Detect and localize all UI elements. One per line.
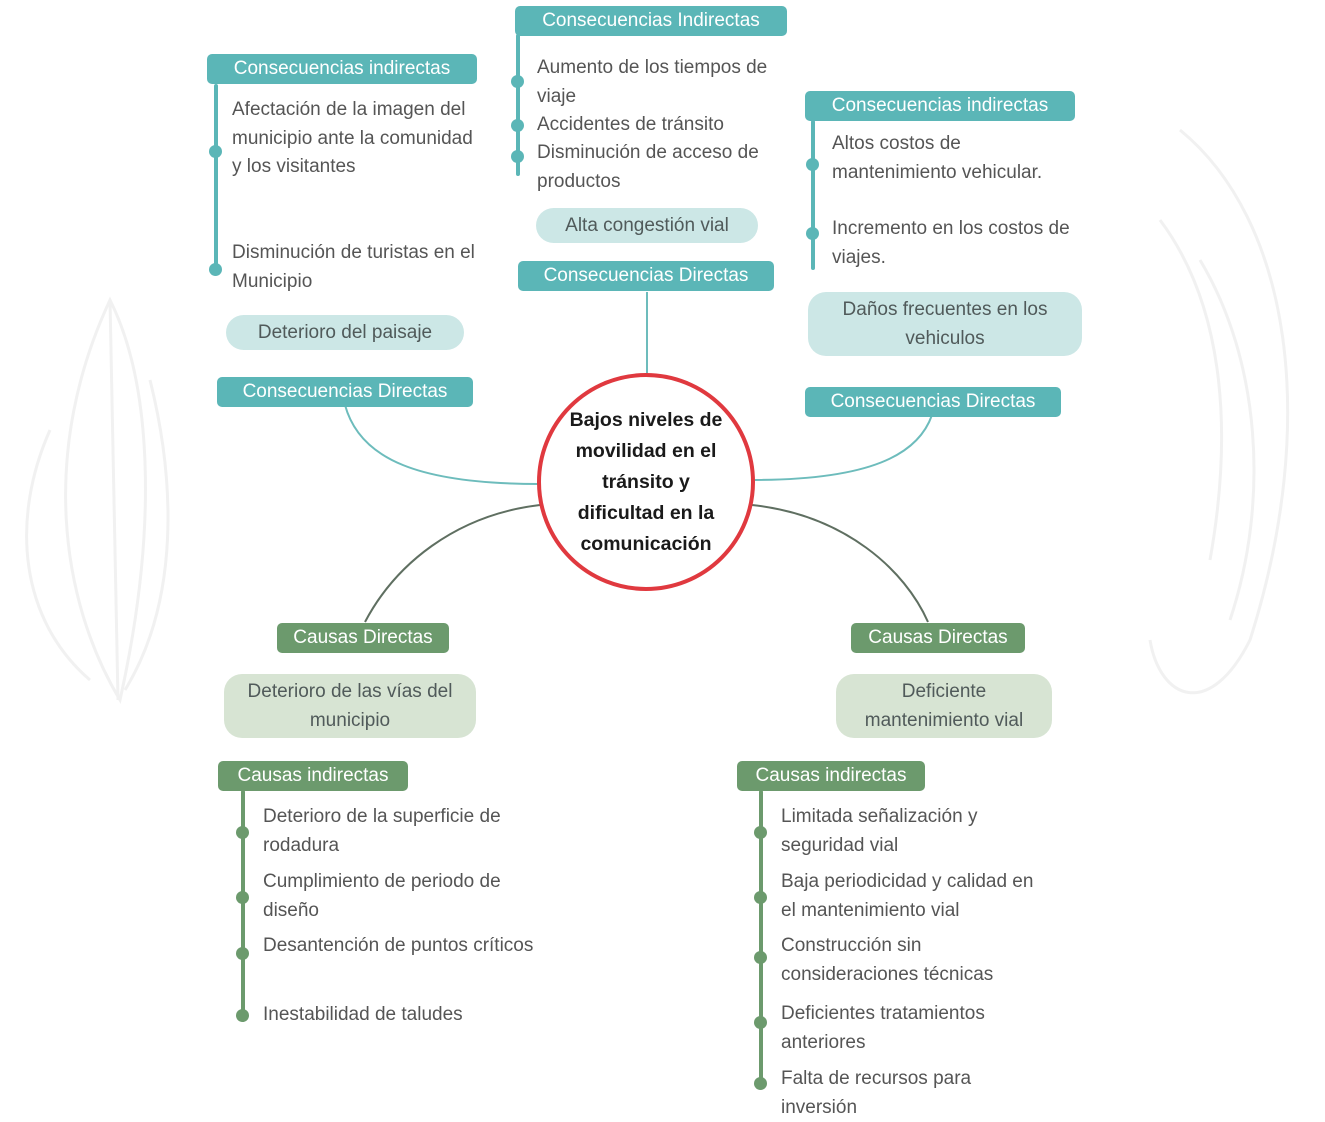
left-indirect-item: Afectación de la imagen del municipio an… — [232, 99, 473, 177]
link-right-cause — [751, 504, 929, 623]
bullet-dot — [511, 119, 524, 132]
right-indirect-consequences-label: Consecuencias indirectas — [805, 91, 1075, 121]
center-direct-consequences-label: Consecuencias Directas — [518, 261, 774, 291]
center-indirect-item: Aumento de los tiempos de viaje — [537, 57, 768, 107]
bullet-dot — [806, 158, 819, 171]
bullet-dot — [754, 951, 767, 964]
bullet-dot — [511, 75, 524, 88]
right-indirect-cause-item: Falta de recursos para inversión — [781, 1068, 972, 1118]
center-direct-effect: Alta congestión vial — [536, 208, 758, 243]
center-indirect-consequences-label: Consecuencias Indirectas — [515, 6, 787, 36]
left-indirect-causes-label: Causas indirectas — [218, 761, 408, 791]
right-indirect-item: Incremento en los costos de viajes. — [832, 218, 1070, 268]
right-indirect-cause-item: Baja periodicidad y calidad en el manten… — [781, 871, 1034, 921]
left-indirect-cause-item: Desantención de puntos críticos — [263, 935, 534, 956]
bullet-dot — [754, 891, 767, 904]
left-direct-effect: Deterioro del paisaje — [226, 315, 464, 350]
left-indirect-connector-bar — [214, 84, 218, 274]
right-direct-effect: Daños frecuentes en los vehiculos — [808, 292, 1082, 356]
bullet-dot — [209, 263, 222, 276]
left-indirect-consequences-label: Consecuencias indirectas — [207, 54, 477, 84]
left-direct-cause: Deterioro de las vías del municipio — [224, 674, 476, 738]
center-indirect-item: Accidentes de tránsito — [537, 114, 724, 135]
center-indirect-connector-bar — [516, 34, 520, 176]
right-indirect-causes-label: Causas indirectas — [737, 761, 925, 791]
link-right-consequence — [751, 414, 933, 481]
link-left-consequence — [344, 404, 541, 485]
bullet-dot — [236, 826, 249, 839]
bullet-dot — [236, 947, 249, 960]
bullet-dot — [754, 1016, 767, 1029]
central-problem-text: Bajos niveles de movilidad en el tránsit… — [569, 408, 723, 555]
left-direct-causes-label: Causas Directas — [277, 623, 449, 653]
right-indirect-connector-bar — [759, 790, 763, 1088]
right-indirect-cause-item: Deficientes tratamientos anteriores — [781, 1003, 985, 1053]
right-indirect-item: Altos costos de mantenimiento vehicular. — [832, 133, 1043, 183]
bullet-dot — [209, 145, 222, 158]
right-indirect-cause-item: Construcción sin consideraciones técnica… — [781, 935, 994, 985]
central-problem-node: Bajos niveles de movilidad en el tránsit… — [537, 373, 755, 591]
link-left-cause — [364, 504, 541, 623]
right-indirect-connector-bar — [811, 120, 815, 270]
left-indirect-connector-bar — [241, 790, 245, 1022]
right-direct-cause: Deficiente mantenimiento vial — [836, 674, 1052, 738]
left-indirect-cause-item: Deterioro de la superficie de rodadura — [263, 806, 501, 856]
right-indirect-cause-item: Limitada señalización y seguridad vial — [781, 806, 978, 856]
bullet-dot — [754, 826, 767, 839]
bullet-dot — [511, 150, 524, 163]
left-direct-consequences-label: Consecuencias Directas — [217, 377, 473, 407]
left-indirect-cause-item: Cumplimiento de periodo de diseño — [263, 871, 501, 921]
bullet-dot — [236, 1009, 249, 1022]
left-indirect-item: Disminución de turistas en el Municipio — [232, 242, 475, 292]
left-indirect-cause-item: Inestabilidad de taludes — [263, 1004, 463, 1025]
bullet-dot — [236, 891, 249, 904]
center-indirect-item: Disminución de acceso de productos — [537, 142, 759, 192]
bullet-dot — [754, 1077, 767, 1090]
bullet-dot — [806, 227, 819, 240]
right-direct-consequences-label: Consecuencias Directas — [805, 387, 1061, 417]
right-direct-causes-label: Causas Directas — [851, 623, 1025, 653]
